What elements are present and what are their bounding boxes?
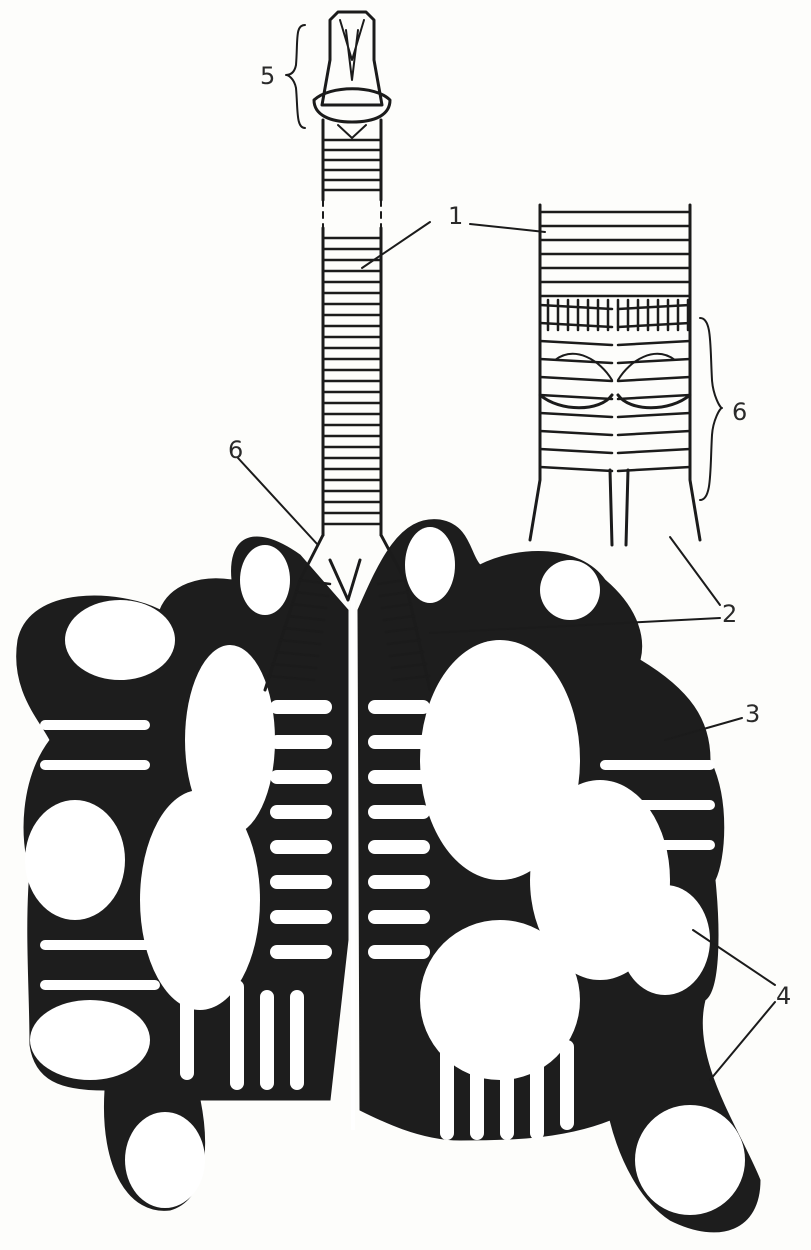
inset-ring <box>618 359 690 363</box>
inset-ring <box>540 449 612 453</box>
inset-bracket <box>700 318 722 500</box>
label-larynx: 5 <box>260 62 275 90</box>
inset-ring <box>540 323 612 327</box>
inset-ring <box>540 467 612 471</box>
inset-ring <box>540 431 612 435</box>
inset-ring <box>540 413 612 417</box>
inset-ring <box>618 341 690 345</box>
trachea <box>323 120 381 535</box>
inset-ring <box>540 359 612 363</box>
label-alveolar-sac: 4 <box>776 982 791 1010</box>
inset-ring <box>618 431 690 435</box>
inset-ring <box>540 341 612 345</box>
inset-ring <box>540 395 612 399</box>
label-bifurcation: 6 <box>228 436 243 464</box>
label-trachea: 1 <box>448 202 463 230</box>
inset-ring <box>540 377 612 381</box>
inset-ring <box>540 305 612 309</box>
inset-ring <box>618 413 690 417</box>
bifurcation-inset <box>530 205 700 545</box>
larynx <box>314 12 390 138</box>
larynx-bracket <box>286 25 305 128</box>
left-lung <box>17 537 348 1210</box>
inset-ring <box>618 377 690 381</box>
label-pleura: 3 <box>745 700 760 728</box>
label-bifurcation-inset: 6 <box>732 398 747 426</box>
label-bronchus: 2 <box>722 600 737 628</box>
inset-ring <box>618 395 690 399</box>
inset-ring <box>618 449 690 453</box>
